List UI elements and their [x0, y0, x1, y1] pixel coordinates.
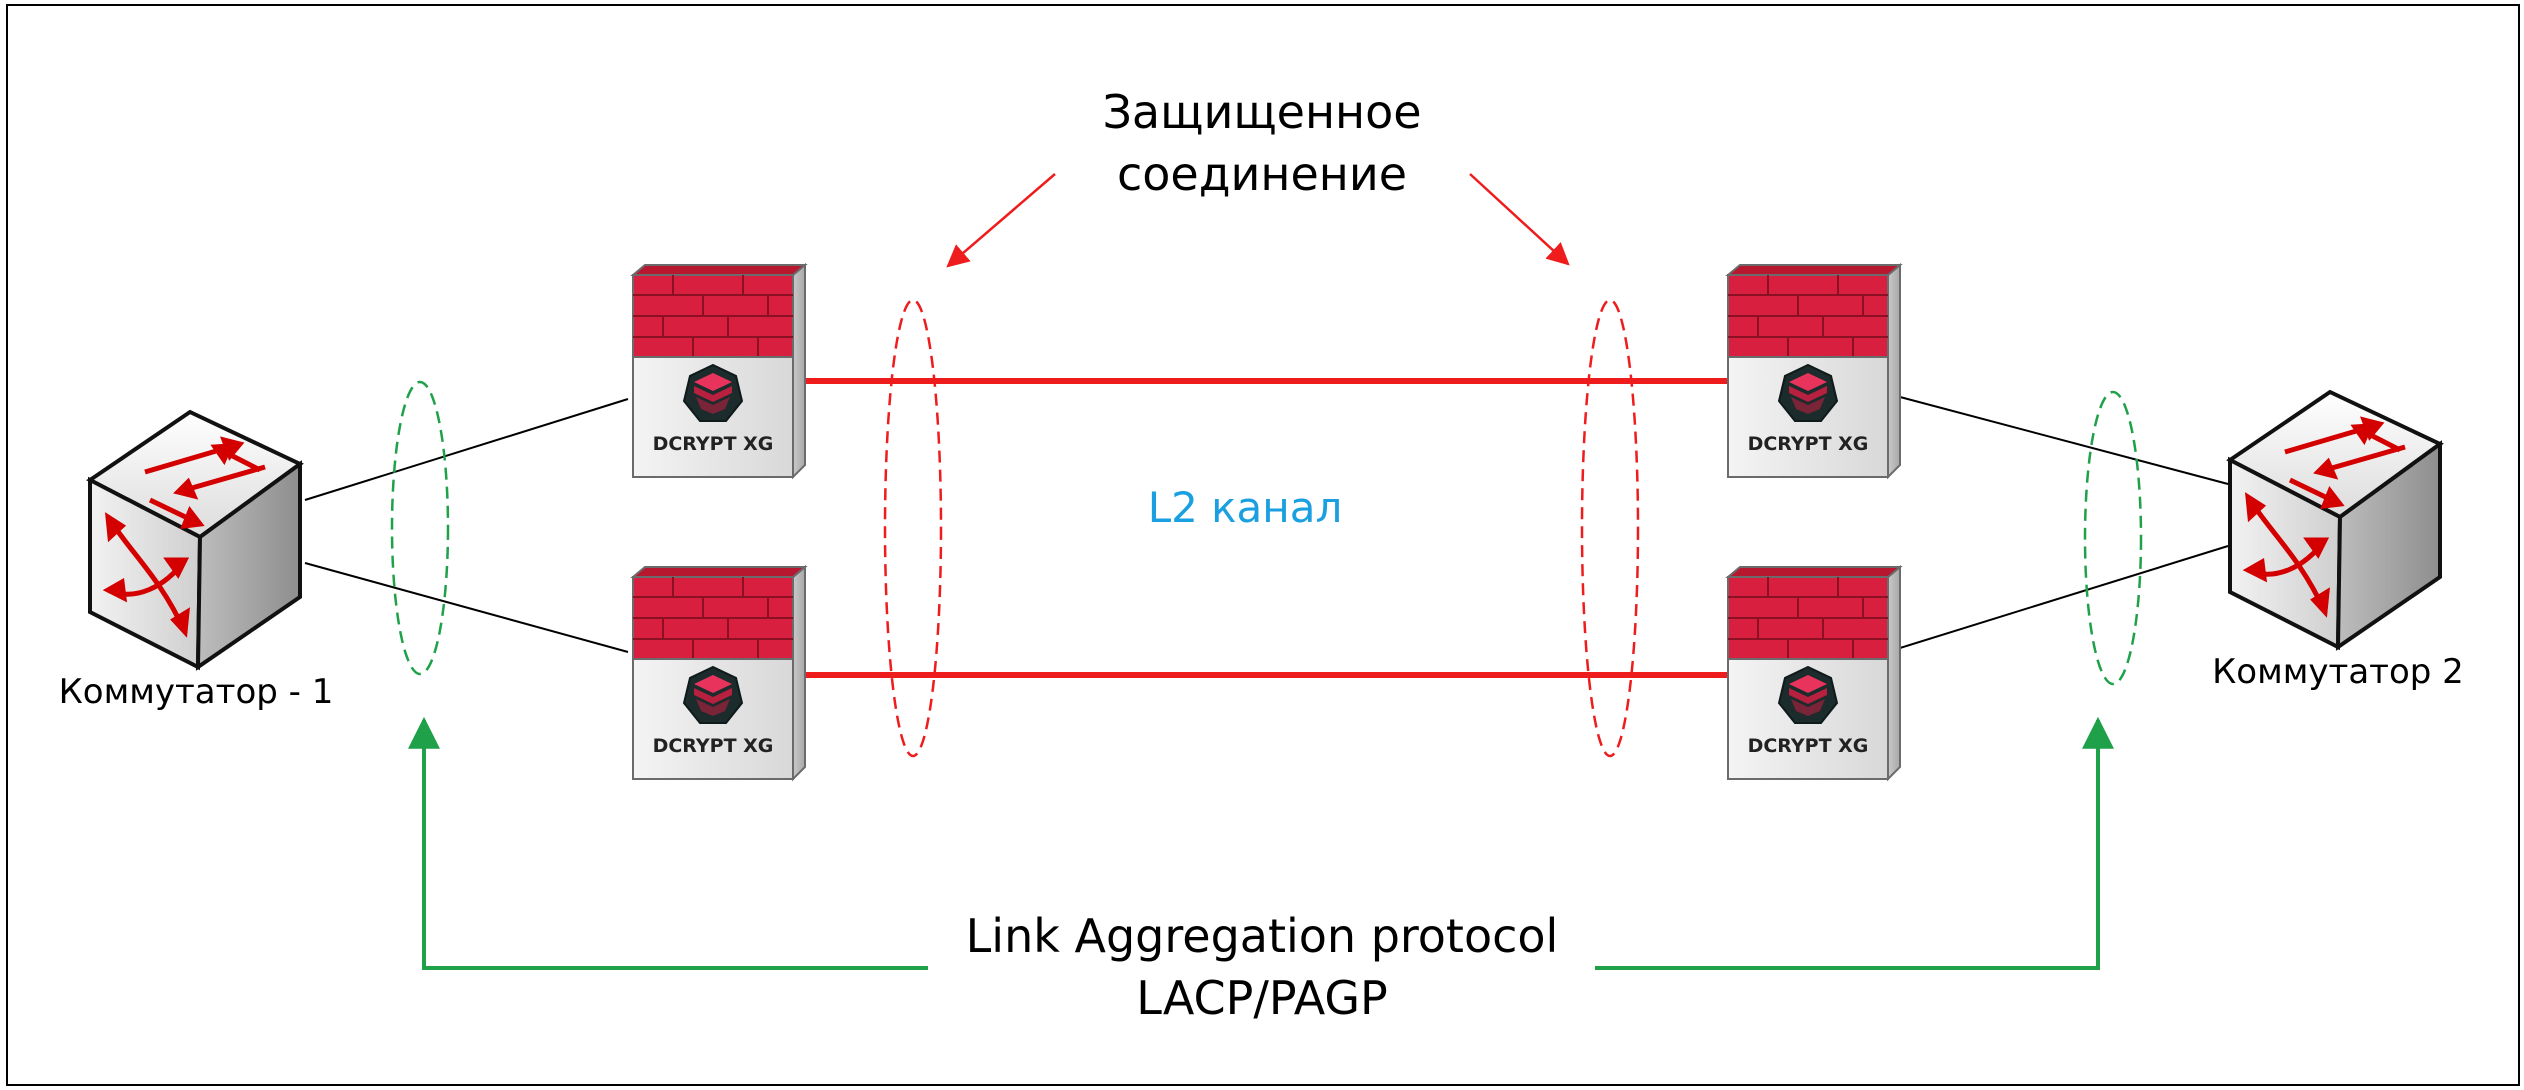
lacp-connector-right [1595, 716, 2114, 970]
link-sw2-fw4 [1899, 545, 2229, 649]
lacp-label-line2: LACP/PAGP [1136, 971, 1388, 1025]
secure-arrow-right [1469, 173, 1570, 266]
switch-2-label: Коммутатор 2 [2212, 652, 2464, 692]
secure-group-right [1580, 298, 1640, 758]
network-switch-icon [2230, 392, 2440, 647]
lag-group-left [390, 380, 450, 676]
lacp-label-line1: Link Aggregation protocol [966, 909, 1559, 963]
network-switch-icon [90, 412, 300, 667]
link-sw1-fw1 [304, 398, 629, 501]
firewall-2: DCRYPT XG [632, 566, 806, 780]
switch-2 [2230, 392, 2440, 647]
secure-arrow-left [946, 173, 1056, 268]
firewall-2-label: DCRYPT XG [653, 735, 774, 757]
firewall-1: DCRYPT XG [632, 264, 806, 478]
lag-group-right [2083, 390, 2143, 686]
firewall-3: DCRYPT XG [1727, 264, 1901, 478]
firewall-4: DCRYPT XG [1727, 566, 1901, 780]
link-sw1-fw2 [304, 562, 629, 653]
secure-connection-label-line1: Защищенное [1102, 85, 1421, 139]
firewall-1-label: DCRYPT XG [653, 433, 774, 455]
secure-group-left [883, 298, 943, 758]
switch-1 [90, 412, 300, 667]
l2-channel-label: L2 канал [1148, 483, 1343, 532]
lacp-connector-left [408, 716, 928, 970]
firewall-4-label: DCRYPT XG [1748, 735, 1869, 757]
diagram-frame [6, 4, 2520, 1086]
firewall-3-label: DCRYPT XG [1748, 433, 1869, 455]
secure-connection-label-line2: соединение [1117, 147, 1407, 201]
switch-1-label: Коммутатор - 1 [59, 672, 334, 712]
link-sw2-fw3 [1899, 396, 2229, 485]
